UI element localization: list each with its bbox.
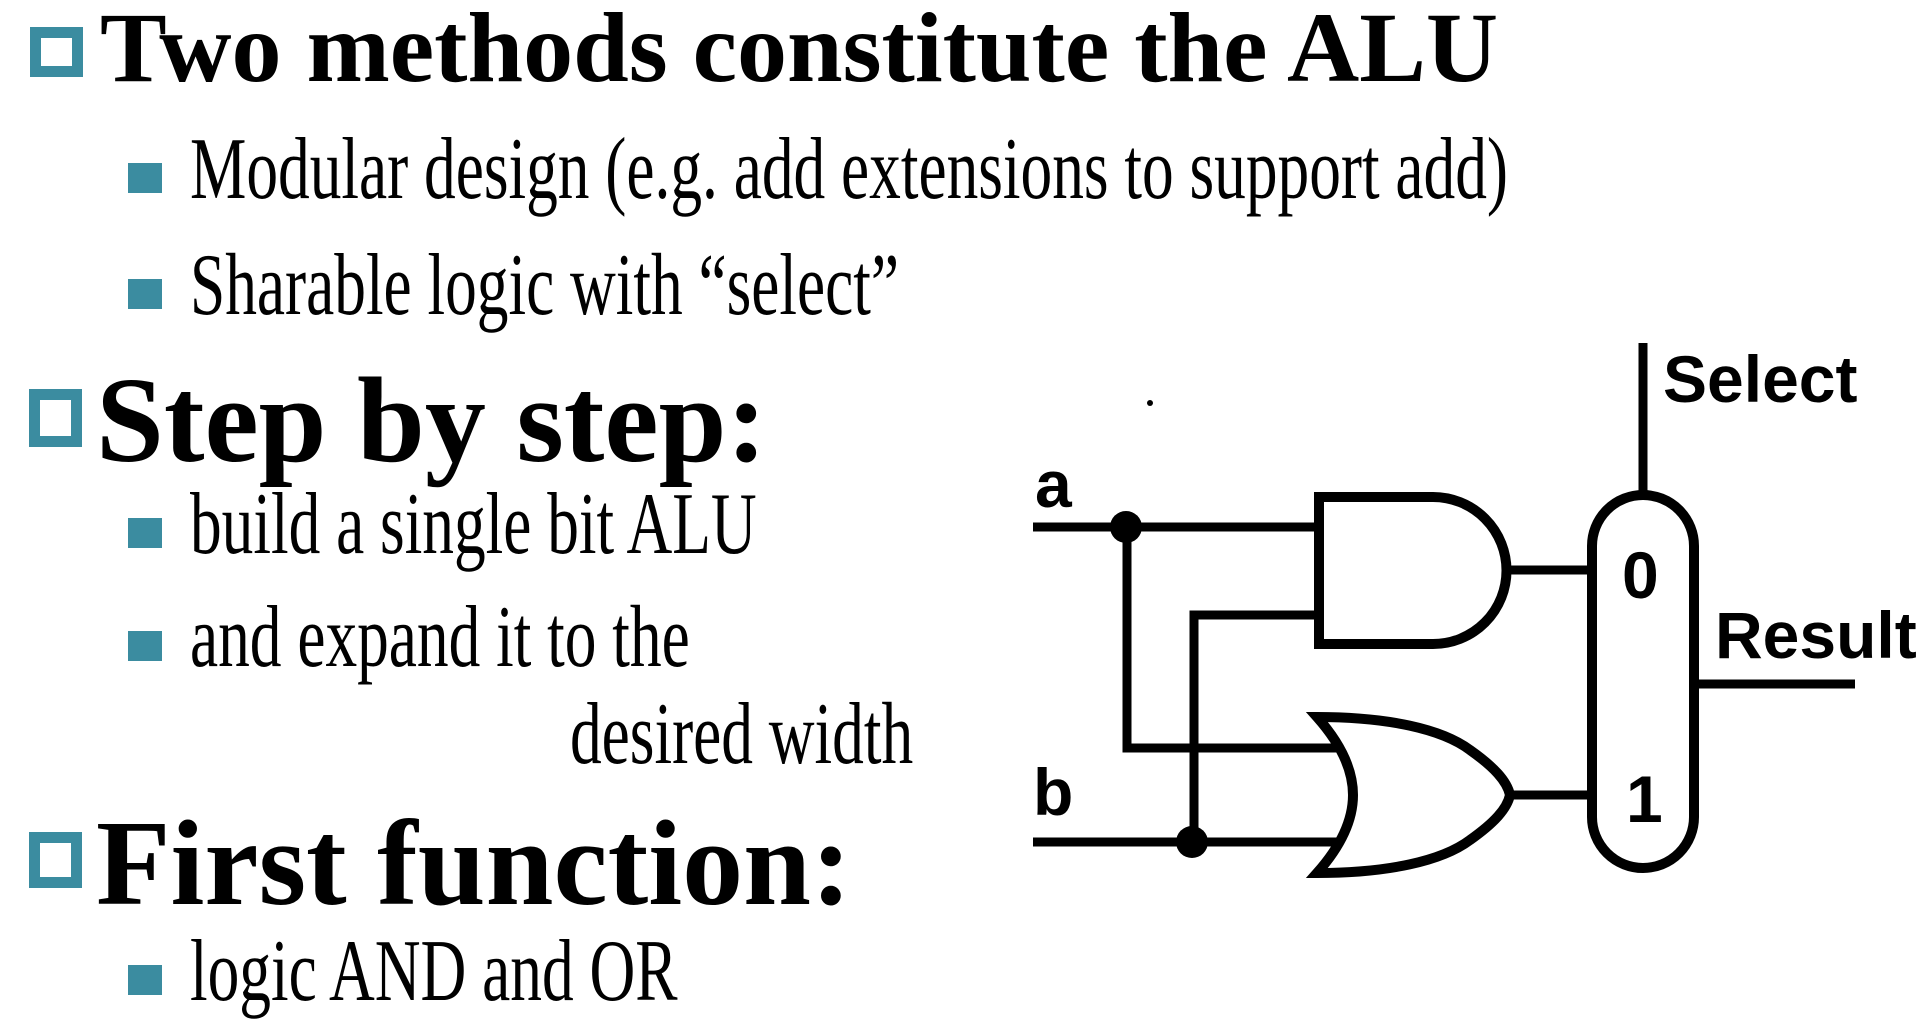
hollow-square-bullet-icon [30, 27, 83, 77]
bullet-modular-design-label: Modular design (e.g. add extensions to s… [190, 121, 1509, 218]
filled-square-bullet-icon [128, 163, 162, 193]
or-gate [1305, 711, 1516, 879]
bullet-build-single-bit-label: build a single bit ALU [190, 476, 757, 573]
speck-artifact [1147, 400, 1153, 406]
and-gate [1314, 492, 1512, 649]
junction-dot-a [1110, 511, 1142, 543]
bullet-expand: and expand it to the [190, 594, 884, 682]
filled-square-bullet-icon [128, 279, 162, 309]
junction-dot-b [1176, 826, 1208, 858]
bullet-expand-continuation: desired width [570, 691, 1047, 779]
a-branch-to-or-wire [1122, 527, 1345, 753]
hollow-square-bullet-icon [29, 832, 82, 888]
heading-step-by-step: Step by step: [96, 353, 768, 488]
bullet-modular-design: Modular design (e.g. add extensions to s… [190, 126, 1920, 214]
bullet-logic-and-or: logic AND and OR [190, 928, 867, 1016]
select-label: Select [1663, 342, 1857, 416]
input-a-label: a [1035, 447, 1073, 521]
filled-square-bullet-icon [128, 631, 162, 661]
b-branch-to-and-wire [1189, 610, 1323, 842]
heading-first-function: First function: [96, 796, 852, 931]
bullet-build-single-bit: build a single bit ALU [190, 481, 977, 569]
bullet-expand-label: and expand it to the [190, 589, 690, 686]
mux-port-0-label: 0 [1622, 538, 1659, 612]
slide-title: Two methods constitute the ALU [100, 0, 1499, 103]
alu-mux-circuit-diagram: a b Select 0 1 Result [1033, 342, 1917, 879]
filled-square-bullet-icon [128, 965, 162, 995]
result-label: Result [1715, 598, 1917, 672]
bullet-logic-and-or-label: logic AND and OR [190, 923, 678, 1020]
input-b-label: b [1033, 755, 1073, 829]
mux-port-1-label: 1 [1626, 762, 1663, 836]
filled-square-bullet-icon [128, 518, 162, 548]
bullet-sharable-logic-label: Sharable logic with “select” [190, 237, 899, 334]
hollow-square-bullet-icon [29, 389, 82, 447]
bullet-sharable-logic: Sharable logic with “select” [190, 242, 1175, 330]
bullet-expand-continuation-label: desired width [570, 686, 914, 783]
